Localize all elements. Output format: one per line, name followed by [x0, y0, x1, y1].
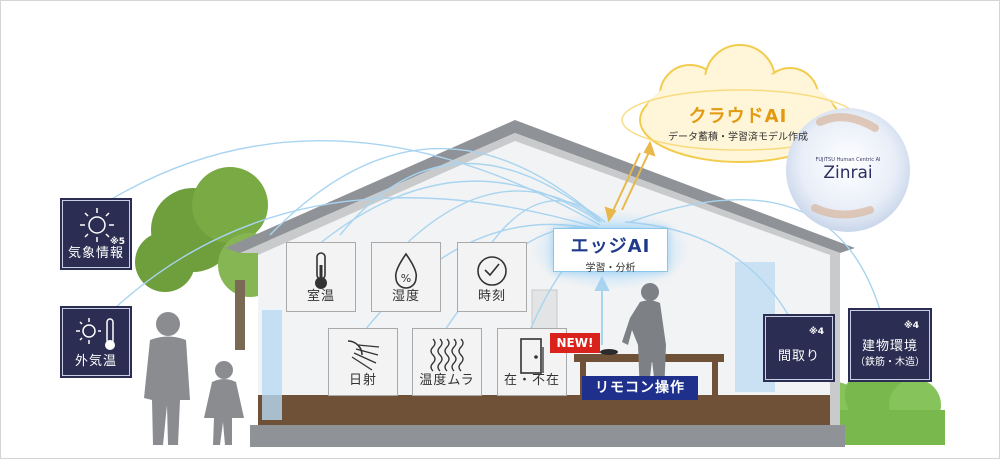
floor-plan-card: ※4 間取り — [765, 316, 833, 380]
building-env-label: 建物環境 — [861, 339, 918, 354]
sun-rays-icon — [347, 340, 380, 371]
person-indoor — [622, 283, 666, 395]
weather-info-card: ※5 気象情報 — [62, 200, 130, 268]
floor-plan-note: ※4 — [808, 327, 824, 337]
remote-control-label: リモコン操作 — [582, 376, 698, 400]
door-icon — [520, 338, 544, 374]
heat-waves-icon — [430, 338, 464, 372]
thermometer-icon — [315, 252, 327, 289]
time-card: 時刻 — [457, 242, 527, 312]
edge-ai-subtitle: 学習・分析 — [585, 263, 636, 274]
weather-note: ※5 — [109, 237, 125, 247]
outside-temp-card: 外気温 — [62, 308, 130, 376]
time-label: 時刻 — [477, 289, 506, 304]
clock-icon — [477, 256, 507, 286]
presence-label: 在・不在 — [503, 373, 560, 388]
zinrai-logo-text: Zinrai — [823, 163, 873, 183]
cloud-shape — [621, 44, 859, 163]
remote-device — [600, 349, 618, 355]
zinrai-sphere — [786, 108, 910, 232]
cloud-edge-arrows — [604, 140, 656, 223]
room-temp-label: 室温 — [306, 289, 335, 304]
edge-ai-box: エッジAI 学習・分析 — [553, 228, 668, 274]
humidity-label: 湿度 — [391, 289, 420, 304]
zinrai-caption: FUJITSU Human Centric AI — [815, 157, 881, 163]
weather-info-label: 気象情報 — [67, 246, 124, 261]
sun-icon — [80, 208, 114, 242]
humidity-card: % 湿度 — [371, 242, 441, 312]
person-child — [204, 361, 244, 445]
cloud-ai-title: クラウドAI — [688, 106, 788, 127]
cloud-ai-subtitle: データ蓄積・学習済モデル作成 — [668, 132, 808, 143]
building-env-sublabel: （鉄筋・木造） — [855, 357, 925, 368]
floor-plan-label: 間取り — [777, 349, 820, 364]
edge-ai-title: エッジAI — [570, 236, 651, 257]
temp-variance-card: 温度ムラ — [412, 328, 482, 396]
floor — [258, 395, 830, 425]
svg-text:%: % — [401, 272, 411, 285]
solar-label: 日射 — [348, 373, 377, 388]
window-left — [262, 310, 282, 420]
person-adult — [144, 312, 190, 445]
upward-arrow — [594, 275, 610, 345]
building-env-card: ※4 建物環境 （鉄筋・木造） — [850, 310, 930, 380]
outside-temp-label: 外気温 — [74, 354, 117, 369]
room-temp-card: 室温 — [286, 242, 356, 312]
new-badge: NEW! — [550, 333, 600, 353]
tree-left — [135, 167, 282, 350]
solar-card: 日射 — [328, 328, 398, 396]
building-env-note: ※4 — [903, 321, 919, 331]
temp-variance-label: 温度ムラ — [419, 373, 475, 388]
sun-thermometer-icon — [76, 318, 115, 350]
humidity-drop-icon: % — [394, 252, 418, 289]
